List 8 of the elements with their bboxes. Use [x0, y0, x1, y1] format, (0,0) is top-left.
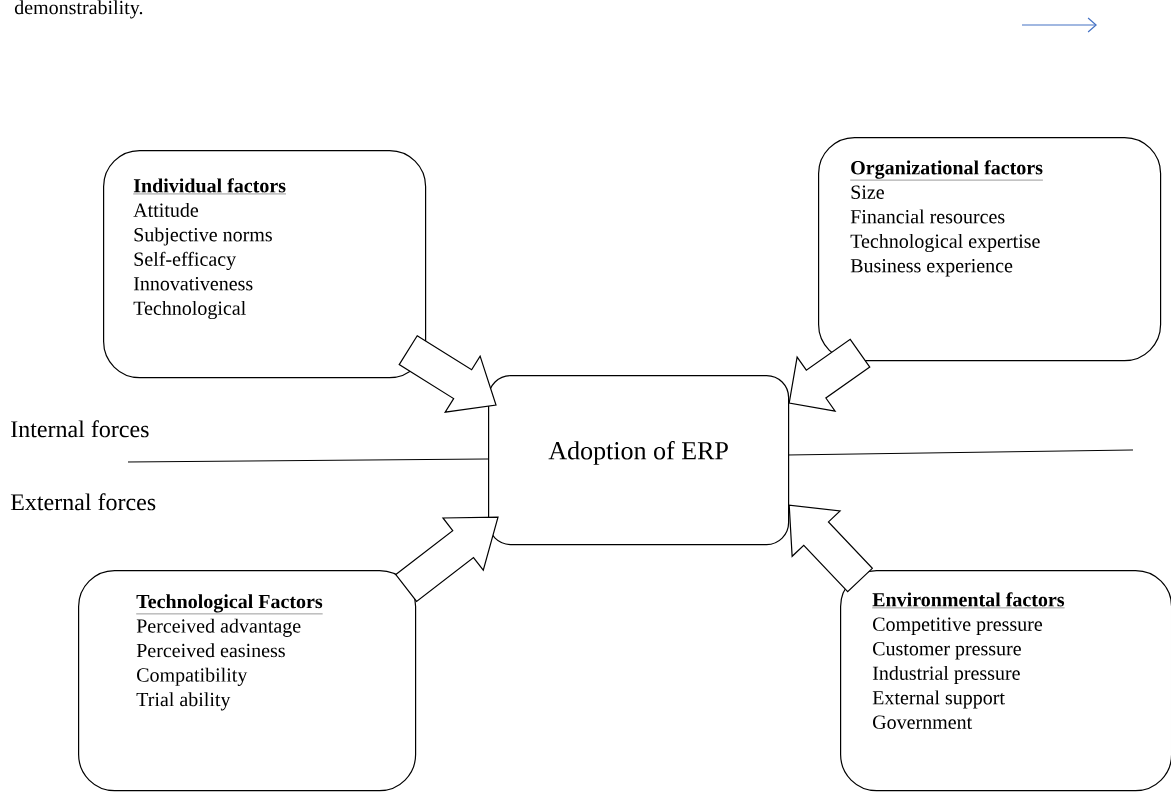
factor-box: Individual factors Attitude Subjective norms Self-efficacy Innovativeness Technological [103, 150, 427, 379]
factor-box: Organizational factors Size Financial resources Technological expertise Business experience [818, 137, 1162, 362]
factor-box: Technological Factors Perceived advantage Perceived easiness Compatibility Trial ability [78, 570, 417, 792]
text-label: Internal forces [11, 420, 149, 438]
text-label: demonstrability. [14, 0, 143, 19]
center-box: Adoption of ERP [488, 375, 790, 546]
text-label: External forces [10, 493, 156, 511]
block-arrow [788, 338, 871, 412]
